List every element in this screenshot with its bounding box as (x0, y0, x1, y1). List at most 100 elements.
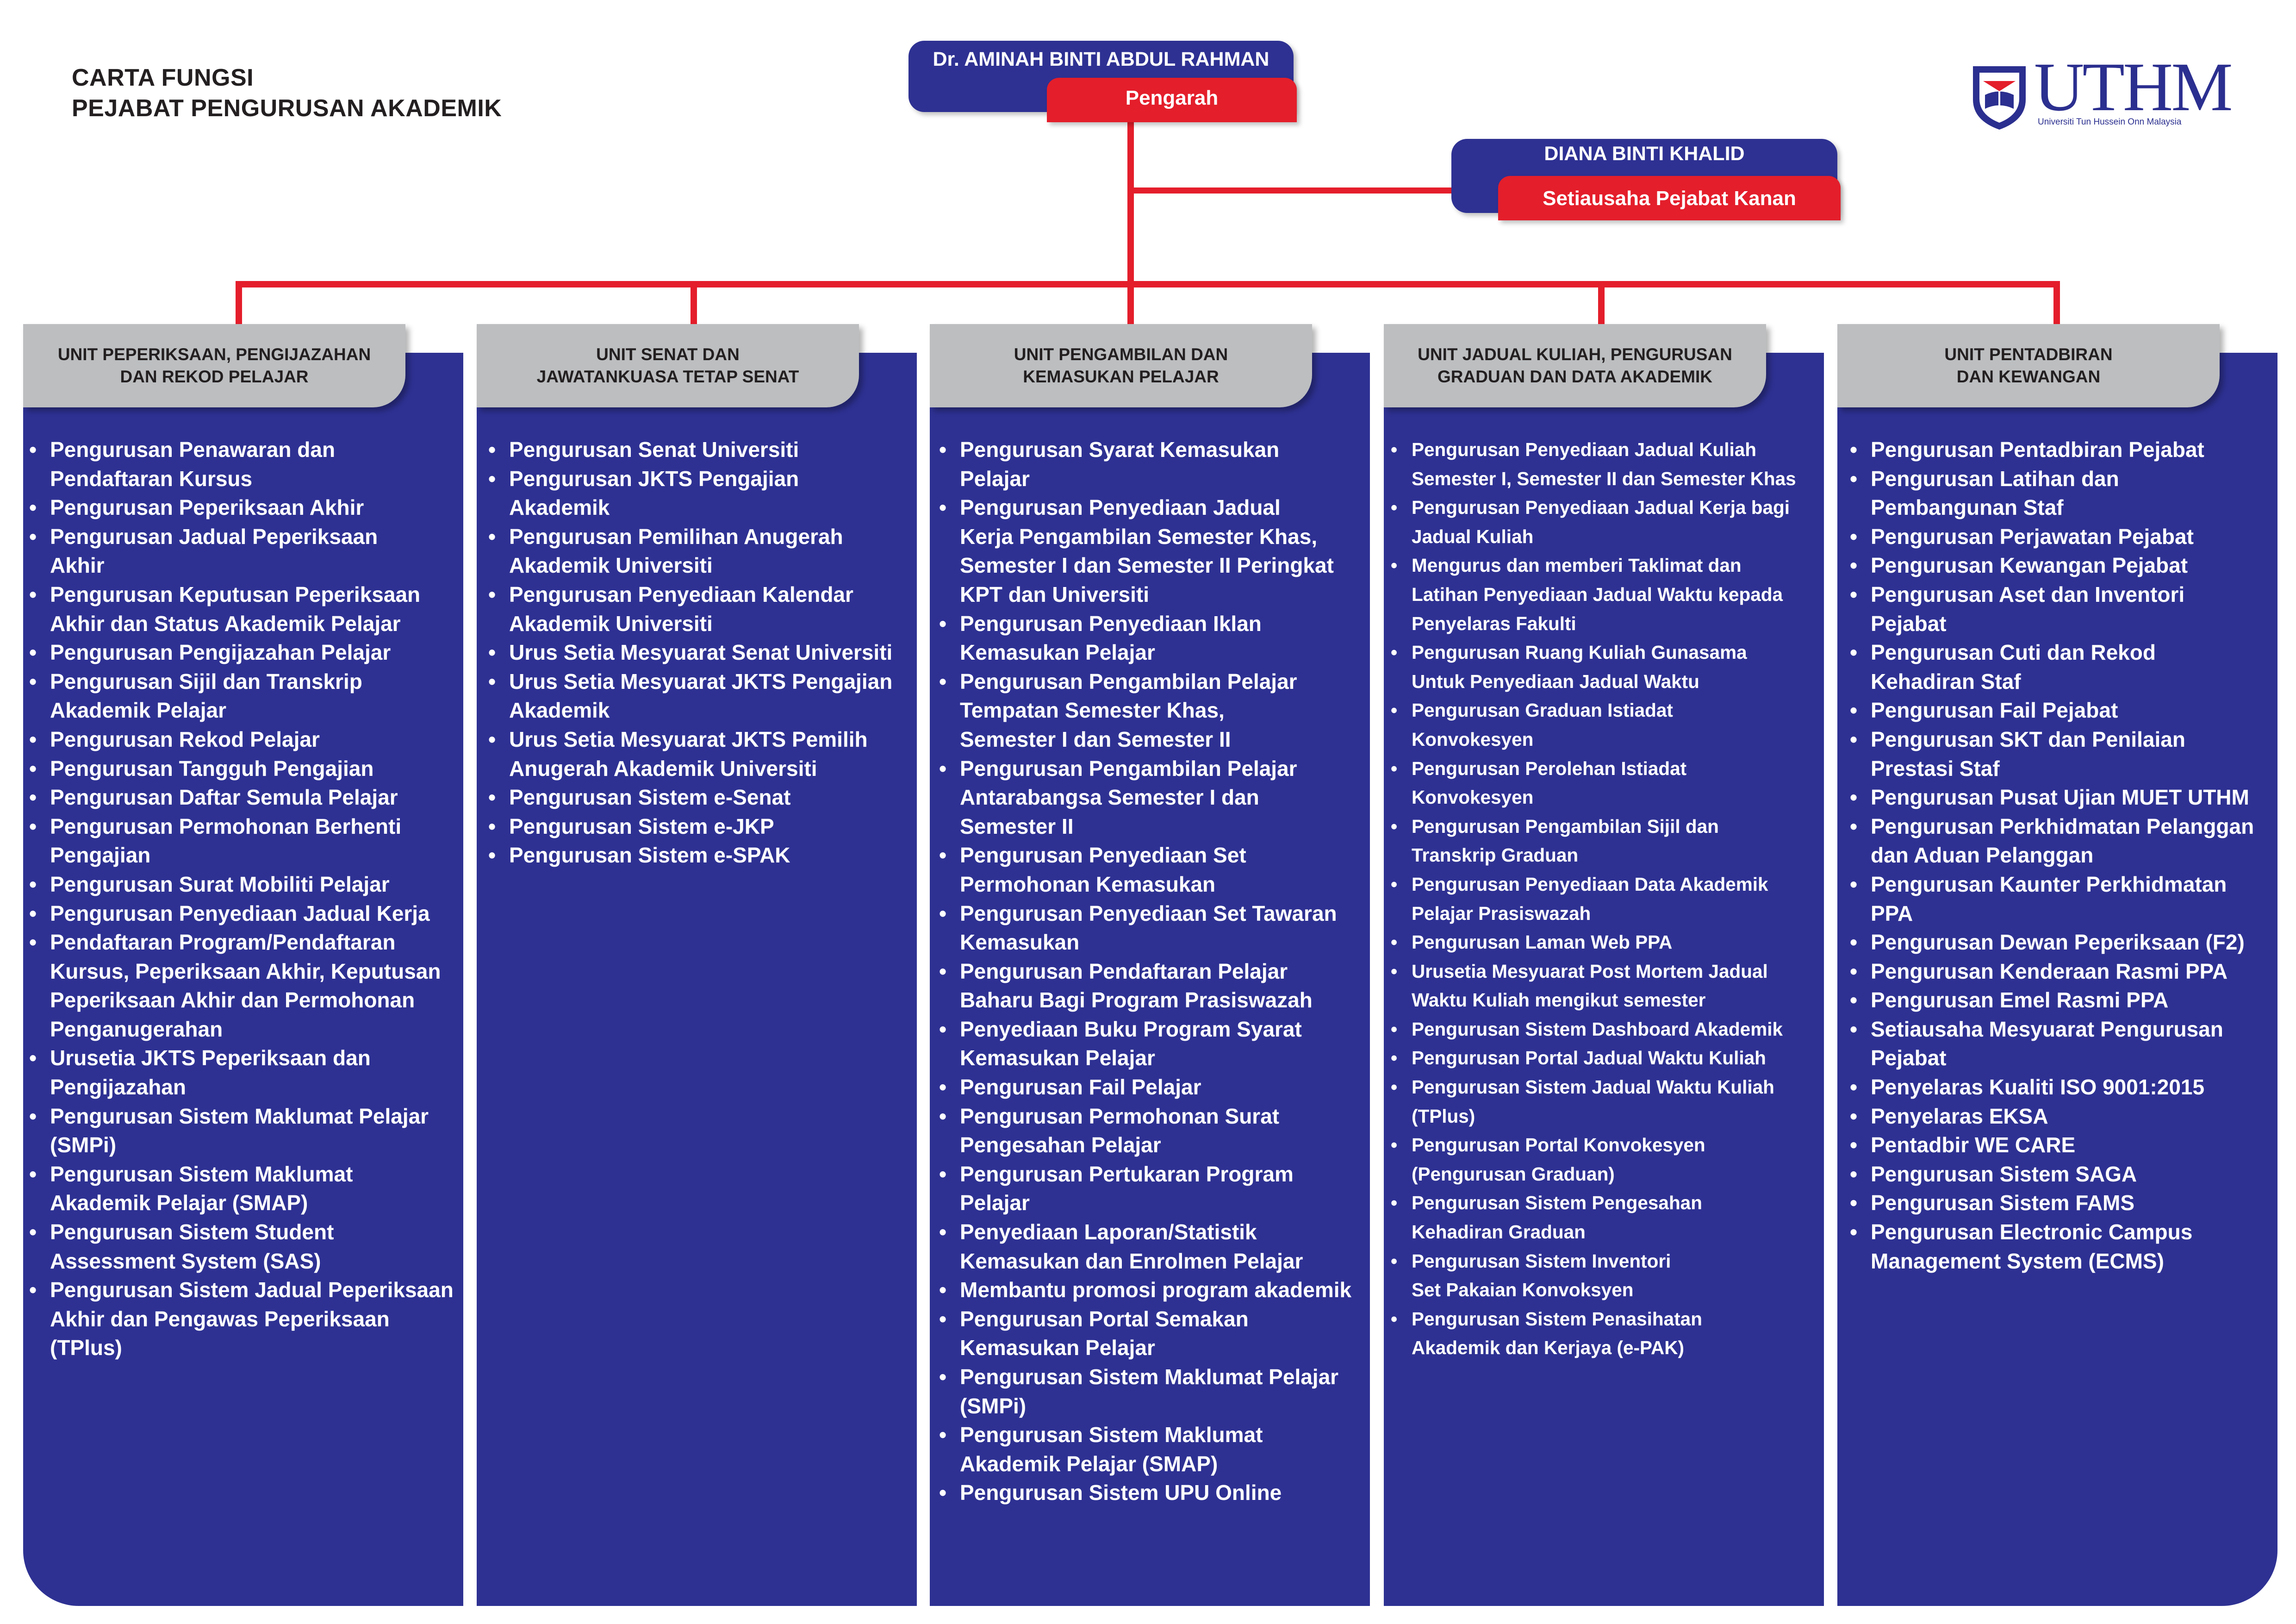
connector-unit-3 (1127, 281, 1134, 327)
secretary-name: DIANA BINTI KHALID (1544, 143, 1745, 165)
list-item: Pengurusan Sistem Maklumat Akademik Pela… (29, 1160, 467, 1218)
logo-wordmark: UTHM (2034, 49, 2233, 125)
list-item: Pengurusan Rekod Pelajar (29, 725, 467, 754)
list-item: Pengurusan Penyediaan Jadual Kerja (29, 899, 467, 928)
list-item: Pengurusan Penyediaan Iklan Kemasukan Pe… (939, 609, 1372, 667)
connector-unit-2 (691, 281, 697, 327)
list-item: Urus Setia Mesyuarat JKTS Pemilih Anuger… (488, 725, 916, 783)
list-item: Pengurusan Penyediaan Jadual Kerja Penga… (939, 493, 1372, 609)
list-item: Pengurusan Kaunter Perkhidmatan PPA (1850, 870, 2278, 928)
list-item: Pengurusan Kewangan Pejabat (1850, 551, 2278, 580)
list-item: Pentadbir WE CARE (1850, 1131, 2278, 1160)
crest-icon (1973, 66, 2026, 130)
list-item: Pengurusan Pertukaran Program Pelajar (939, 1160, 1372, 1218)
list-item: Pengurusan Latihan dan Pembangunan Staf (1850, 464, 2278, 522)
unit-header-pentadbiran: UNIT PENTADBIRAN DAN KEWANGAN (1837, 324, 2220, 407)
list-item: Pengurusan Ruang Kuliah Gunasama Untuk P… (1391, 638, 1828, 696)
secretary-role-tab: Setiausaha Pejabat Kanan (1498, 176, 1841, 220)
list-item: Pengurusan Sistem Maklumat Pelajar (SMPi… (29, 1102, 467, 1160)
list-item: Pengurusan Sistem Dashboard Akademik (1391, 1015, 1828, 1044)
list-item: Pengurusan Penyediaan Kalendar Akademik … (488, 580, 916, 638)
list-item: Pengurusan Keputusan Peperiksaan Akhir d… (29, 580, 467, 638)
list-item: Pengurusan Sistem SAGA (1850, 1160, 2278, 1189)
function-list-senat: Pengurusan Senat Universiti Pengurusan J… (488, 435, 916, 870)
list-item: Pengurusan Portal Jadual Waktu Kuliah (1391, 1043, 1828, 1073)
unit-header-peperiksaan: UNIT PEPERIKSAAN, PENGIJAZAHAN DAN REKOD… (23, 324, 405, 407)
unit-header-label: UNIT PENTADBIRAN DAN KEWANGAN (1944, 345, 2113, 386)
list-item: Pengurusan Permohonan Surat Pengesahan P… (939, 1102, 1372, 1160)
function-list-pentadbiran: Pengurusan Pentadbiran Pejabat Pengurusa… (1850, 435, 2278, 1275)
list-item: Pengurusan Sistem UPU Online (939, 1478, 1372, 1507)
list-item: Pengurusan Sistem e-SPAK (488, 841, 916, 870)
list-item: Pengurusan Fail Pelajar (939, 1073, 1372, 1102)
list-item: Mengurus dan memberi Taklimat dan Latiha… (1391, 551, 1828, 638)
list-item: Pengurusan Sijil dan Transkrip Akademik … (29, 667, 467, 725)
list-item: Pengurusan Sistem Pengesahan Kehadiran G… (1391, 1188, 1828, 1246)
list-item: Pengurusan Jadual Peperiksaan Akhir (29, 522, 467, 580)
list-item: Pengurusan Emel Rasmi PPA (1850, 986, 2278, 1015)
list-item: Pengurusan Penyediaan Jadual Kuliah Seme… (1391, 435, 1828, 493)
director-name: Dr. AMINAH BINTI ABDUL RAHMAN (933, 48, 1269, 70)
list-item: Membantu promosi program akademik (939, 1275, 1372, 1305)
list-item: Pengurusan Perjawatan Pejabat (1850, 522, 2278, 551)
function-list-jadual-kuliah: Pengurusan Penyediaan Jadual Kuliah Seme… (1391, 435, 1828, 1362)
list-item: Pengurusan Sistem e-Senat (488, 783, 916, 812)
list-item: Pengurusan Electronic Campus Management … (1850, 1218, 2278, 1275)
list-item: Pengurusan Pentadbiran Pejabat (1850, 435, 2278, 464)
list-item: Pengurusan Cuti dan Rekod Kehadiran Staf (1850, 638, 2278, 696)
list-item: Pengurusan Sistem Maklumat Pelajar (SMPi… (939, 1362, 1372, 1420)
list-item: Pengurusan Dewan Peperiksaan (F2) (1850, 928, 2278, 957)
list-item: Pengurusan Graduan Istiadat Konvokesyen (1391, 696, 1828, 754)
list-item: Urusetia Mesyuarat Post Mortem Jadual Wa… (1391, 957, 1828, 1015)
list-item: Penyediaan Laporan/Statistik Kemasukan d… (939, 1218, 1372, 1275)
list-item: Urus Setia Mesyuarat Senat Universiti (488, 638, 916, 667)
list-item: Pengurusan Aset dan Inventori Pejabat (1850, 580, 2278, 638)
list-item: Pengurusan SKT dan Penilaian Prestasi St… (1850, 725, 2278, 783)
list-item: Pengurusan Syarat Kemasukan Pelajar (939, 435, 1372, 493)
list-item: Pengurusan Permohonan Berhenti Pengajian (29, 812, 467, 870)
list-item: Pengurusan Portal Semakan Kemasukan Pela… (939, 1305, 1372, 1362)
list-item: Pengurusan Perolehan Istiadat Konvokesye… (1391, 754, 1828, 812)
chart-title-line2: PEJABAT PENGURUSAN AKADEMIK (72, 95, 502, 122)
list-item: Penyelaras Kualiti ISO 9001:2015 (1850, 1073, 2278, 1102)
list-item: Pengurusan Surat Mobiliti Pelajar (29, 870, 467, 899)
list-item: Pengurusan Sistem Jadual Waktu Kuliah (T… (1391, 1073, 1828, 1131)
list-item: Pengurusan Sistem Penasihatan Akademik d… (1391, 1305, 1828, 1362)
unit-header-senat: UNIT SENAT DAN JAWATANKUASA TETAP SENAT (477, 324, 859, 407)
list-item: Penyediaan Buku Program Syarat Kemasukan… (939, 1015, 1372, 1073)
list-item: Pengurusan Penawaran dan Pendaftaran Kur… (29, 435, 467, 493)
list-item: Pengurusan Sistem Maklumat Akademik Pela… (939, 1420, 1372, 1478)
connector-horizontal-bar (236, 281, 2060, 287)
director-role-tab: Pengarah (1047, 78, 1297, 122)
list-item: Pengurusan Sistem Student Assessment Sys… (29, 1218, 467, 1275)
list-item: Pengurusan Fail Pejabat (1850, 696, 2278, 725)
list-item: Setiausaha Mesyuarat Pengurusan Pejabat (1850, 1015, 2278, 1073)
list-item: Pengurusan Pusat Ujian MUET UTHM (1850, 783, 2278, 812)
list-item: Pengurusan JKTS Pengajian Akademik (488, 464, 916, 522)
list-item: Urusetia JKTS Peperiksaan dan Pengijazah… (29, 1043, 467, 1101)
list-item: Pengurusan Tangguh Pengajian (29, 754, 467, 783)
list-item: Pengurusan Sistem Jadual Peperiksaan Akh… (29, 1275, 467, 1362)
list-item: Pengurusan Pengambilan Sijil dan Transkr… (1391, 812, 1828, 870)
list-item: Pengurusan Penyediaan Set Permohonan Kem… (939, 841, 1372, 899)
list-item: Pengurusan Pengambilan Pelajar Tempatan … (939, 667, 1372, 754)
connector-director-trunk (1127, 120, 1134, 287)
list-item: Pengurusan Daftar Semula Pelajar (29, 783, 467, 812)
unit-header-pengambilan: UNIT PENGAMBILAN DAN KEMASUKAN PELAJAR (930, 324, 1312, 407)
unit-header-label: UNIT SENAT DAN JAWATANKUASA TETAP SENAT (536, 345, 799, 386)
list-item: Pengurusan Penyediaan Jadual Kerja bagi … (1391, 493, 1828, 551)
list-item: Pengurusan Laman Web PPA (1391, 928, 1828, 957)
list-item: Pengurusan Sistem e-JKP (488, 812, 916, 841)
unit-header-label: UNIT PEPERIKSAAN, PENGIJAZAHAN DAN REKOD… (57, 345, 371, 386)
function-list-pengambilan: Pengurusan Syarat Kemasukan Pelajar Peng… (939, 435, 1372, 1507)
list-item: Pengurusan Penyediaan Data Akademik Pela… (1391, 870, 1828, 928)
function-list-peperiksaan: Pengurusan Penawaran dan Pendaftaran Kur… (29, 435, 467, 1362)
unit-header-label: UNIT PENGAMBILAN DAN KEMASUKAN PELAJAR (1014, 345, 1228, 386)
list-item: Pengurusan Perkhidmatan Pelanggan dan Ad… (1850, 812, 2278, 870)
list-item: Pengurusan Pemilihan Anugerah Akademik U… (488, 522, 916, 580)
chart-title: CARTA FUNGSI PEJABAT PENGURUSAN AKADEMIK (72, 62, 502, 124)
list-item: Urus Setia Mesyuarat JKTS Pengajian Akad… (488, 667, 916, 725)
list-item: Pengurusan Peperiksaan Akhir (29, 493, 467, 522)
list-item: Pengurusan Pengijazahan Pelajar (29, 638, 467, 667)
list-item: Pengurusan Senat Universiti (488, 435, 916, 464)
